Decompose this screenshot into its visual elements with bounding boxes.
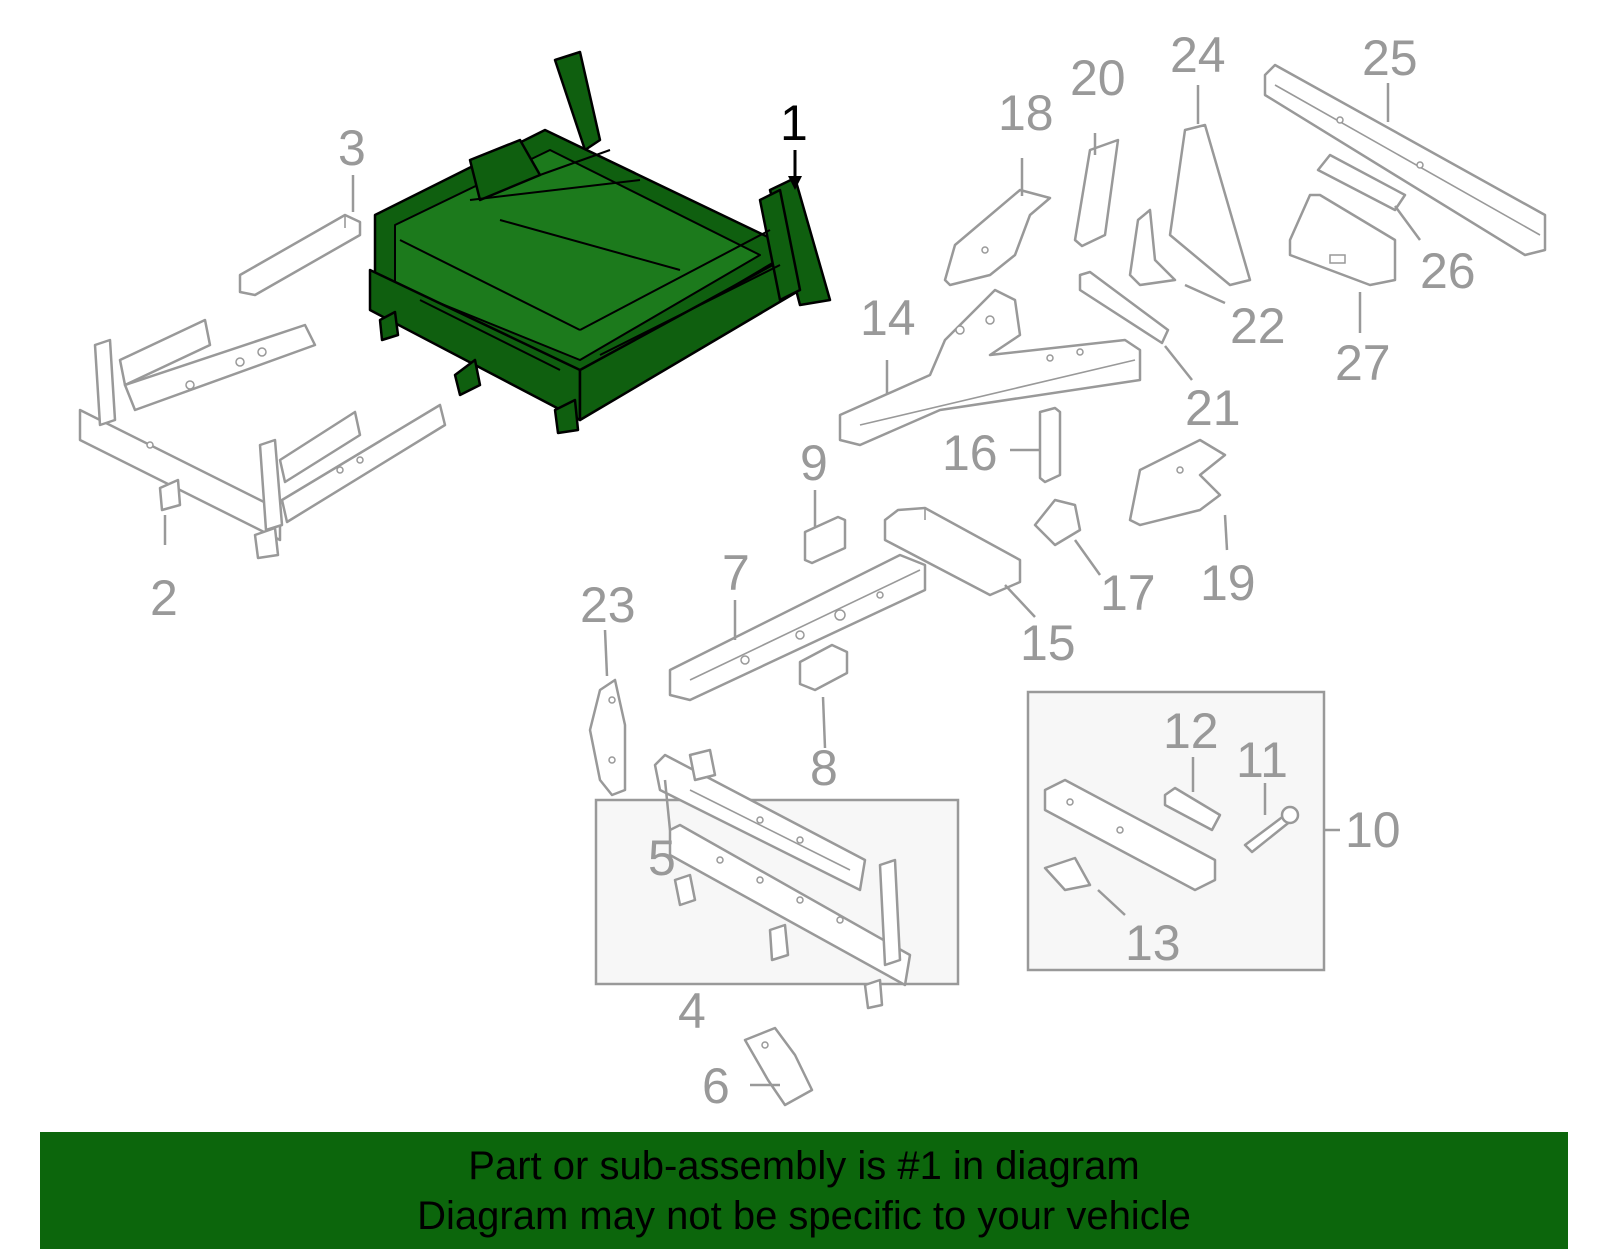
callout-5[interactable]: 5	[648, 830, 676, 886]
callout-15[interactable]: 15	[1020, 615, 1076, 671]
callout-16[interactable]: 16	[942, 425, 998, 481]
part-12-plate[interactable]	[1163, 786, 1222, 832]
callout-14[interactable]: 14	[860, 290, 916, 346]
callout-9[interactable]: 9	[800, 435, 828, 491]
callout-26[interactable]: 26	[1420, 243, 1476, 299]
part-11-bolt[interactable]	[1243, 805, 1300, 854]
callout-24[interactable]: 24	[1170, 27, 1226, 83]
footer-banner: Part or sub-assembly is #1 in diagram Di…	[40, 1132, 1568, 1249]
callout-21[interactable]: 21	[1185, 380, 1241, 436]
part-21-strip[interactable]	[1078, 270, 1170, 345]
callout-1[interactable]: 1	[780, 95, 808, 151]
callout-23[interactable]: 23	[580, 577, 636, 633]
callout-10[interactable]: 10	[1345, 802, 1401, 858]
part-23-pillar[interactable]	[588, 678, 627, 797]
footer-line-disclaimer: Diagram may not be specific to your vehi…	[417, 1193, 1191, 1238]
part-10-bar[interactable]	[1043, 778, 1217, 892]
callout-17[interactable]: 17	[1100, 565, 1156, 621]
part-2-rear-frame[interactable]	[78, 318, 447, 560]
callout-20[interactable]: 20	[1070, 50, 1126, 106]
part-17-block[interactable]	[1033, 498, 1082, 547]
callout-12[interactable]: 12	[1163, 703, 1219, 759]
part-9-block[interactable]	[803, 515, 847, 565]
callout-11[interactable]: 11	[1236, 732, 1288, 788]
callout-3[interactable]: 3	[338, 120, 366, 176]
part-7-rail[interactable]	[668, 553, 927, 702]
part-20-plate[interactable]	[1073, 138, 1120, 248]
part-16-post[interactable]	[1038, 406, 1062, 484]
callout-27[interactable]: 27	[1335, 335, 1391, 391]
leader-lines	[163, 83, 1422, 1087]
callout-25[interactable]: 25	[1362, 30, 1418, 86]
part-14-rail[interactable]	[838, 288, 1142, 447]
part-22-bracket[interactable]	[1128, 208, 1177, 287]
footer-line-part-note: Part or sub-assembly is #1 in diagram	[468, 1143, 1140, 1188]
callout-18[interactable]: 18	[998, 85, 1054, 141]
part-18-bracket[interactable]	[943, 188, 1052, 287]
part-1-highlighted-assembly[interactable]	[368, 50, 832, 435]
callout-2[interactable]: 2	[150, 570, 178, 626]
part-8-block[interactable]	[798, 643, 849, 692]
callout-19[interactable]: 19	[1200, 555, 1256, 611]
part-5-crossmember[interactable]	[653, 748, 867, 892]
part-19-bracket[interactable]	[1128, 438, 1227, 527]
part-13-plate[interactable]	[1043, 856, 1092, 892]
part-27-bracket[interactable]	[1288, 193, 1397, 287]
part-26-plate[interactable]	[1316, 153, 1407, 212]
callout-7[interactable]: 7	[722, 545, 750, 601]
callout-8[interactable]: 8	[810, 740, 838, 796]
part-15-channel[interactable]	[883, 506, 1022, 597]
part-6-bracket[interactable]	[743, 1026, 814, 1107]
part-24-gusset[interactable]	[1168, 123, 1252, 287]
part-4-crossmember-assembly[interactable]	[668, 823, 912, 1010]
part-3-rail[interactable]	[238, 213, 362, 297]
callout-22[interactable]: 22	[1230, 298, 1286, 354]
callout-labels: 1 2 3 4 5 6 7 8 9 10 11 12 13 14 15 16 1…	[150, 27, 1476, 1114]
part-25-rail[interactable]	[1263, 63, 1547, 257]
callout-13[interactable]: 13	[1125, 915, 1181, 971]
callout-4[interactable]: 4	[678, 983, 706, 1039]
callout-6[interactable]: 6	[702, 1058, 730, 1114]
